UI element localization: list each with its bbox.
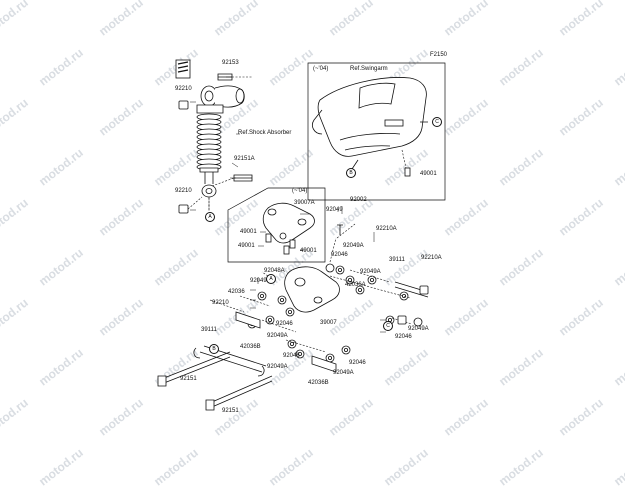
washer [367,275,377,285]
label-92210-mid: 92210 [212,300,229,306]
label-42036a: 42036A [345,282,366,288]
label-92046-a: 92046 [331,252,348,258]
washer-hole [327,355,332,360]
label-link-year: (~'04) [292,188,308,194]
label-92210a-a: 92210A [376,226,397,232]
label-39007: 39007 [320,320,337,326]
label-92210-top: 92210 [175,86,192,92]
swingarm-reference [307,62,446,201]
washer [295,349,305,359]
washer [335,265,345,275]
washer-hole [337,267,342,272]
washer-hole [287,309,292,314]
label-92151-b: 92151 [222,408,239,414]
label-42036: 42036 [228,289,245,295]
washer-hole [357,287,362,292]
label-39007a: 39007A [294,200,315,206]
label-92046-e: 92046 [349,360,366,366]
label-39111-right: 39111 [389,257,405,263]
washer [355,285,365,295]
washer [287,339,297,349]
diagram-drawing [157,59,446,411]
label-92049a-e: 92049A [267,364,288,370]
label-92153: 92153 [222,60,239,66]
washer-hole [347,277,352,282]
leader-lines [190,76,386,333]
diagram-code: F2150 [430,52,448,58]
label-92210-bottom: 92210 [175,188,192,194]
callout-b-swingarm: B [346,168,356,178]
label-92002: 92002 [350,197,367,203]
callout-a-link: A [266,274,276,284]
washer-hole [297,351,302,356]
label-92046-d: 92046 [283,353,300,359]
label-92210a-b: 92210A [421,255,442,261]
link-plate-box [227,187,326,263]
label-92049a-b: 92049A [360,269,381,275]
label-49001-swingarm: 49001 [420,171,437,177]
callout-c-link: C [383,321,393,331]
label-92049-a: 92049 [326,207,343,213]
label-92049a-d: 92049A [267,333,288,339]
callout-a-shock: A [205,212,215,222]
washer [341,345,351,355]
washer-hole [267,317,272,322]
label-92049a-f: 92049A [333,370,354,376]
label-swingarm-year: (~'04) [313,66,329,72]
callout-b-link: B [209,344,219,354]
washer [277,295,287,305]
label-92049a-a: 92049A [343,243,364,249]
label-92048a: 92048A [264,268,285,274]
callout-c-swingarm: C [432,117,442,127]
label-ref-swingarm: Ref.Swingarm [350,66,388,72]
washer-hole [289,341,294,346]
label-92049-b: 92049 [250,278,267,284]
label-92151-a: 92151 [180,376,197,382]
washer-hole [259,293,264,298]
label-49001-c: 49001 [300,248,317,254]
washer-hole [369,277,374,282]
label-92151a: 92151A [234,156,255,162]
label-39111-left: 39111 [201,327,217,333]
label-ref-shock-absorber: Ref.Shock Absorber [238,130,292,136]
label-49001-b: 49001 [238,243,255,249]
label-92046-b: 92046 [276,321,293,327]
washer [257,291,267,301]
washer [265,315,275,325]
label-42036b-b: 42036B [308,380,329,386]
rocker-link-assembly [157,198,429,411]
washer-hole [279,297,284,302]
washer [285,307,295,317]
label-92049a-c: 92049A [408,326,429,332]
label-42036b-a: 42036B [240,344,261,350]
label-49001-a: 49001 [240,229,257,235]
washer-hole [343,347,348,352]
shock-absorber [175,59,253,214]
label-92046-c: 92046 [395,334,412,340]
washer [399,291,409,301]
